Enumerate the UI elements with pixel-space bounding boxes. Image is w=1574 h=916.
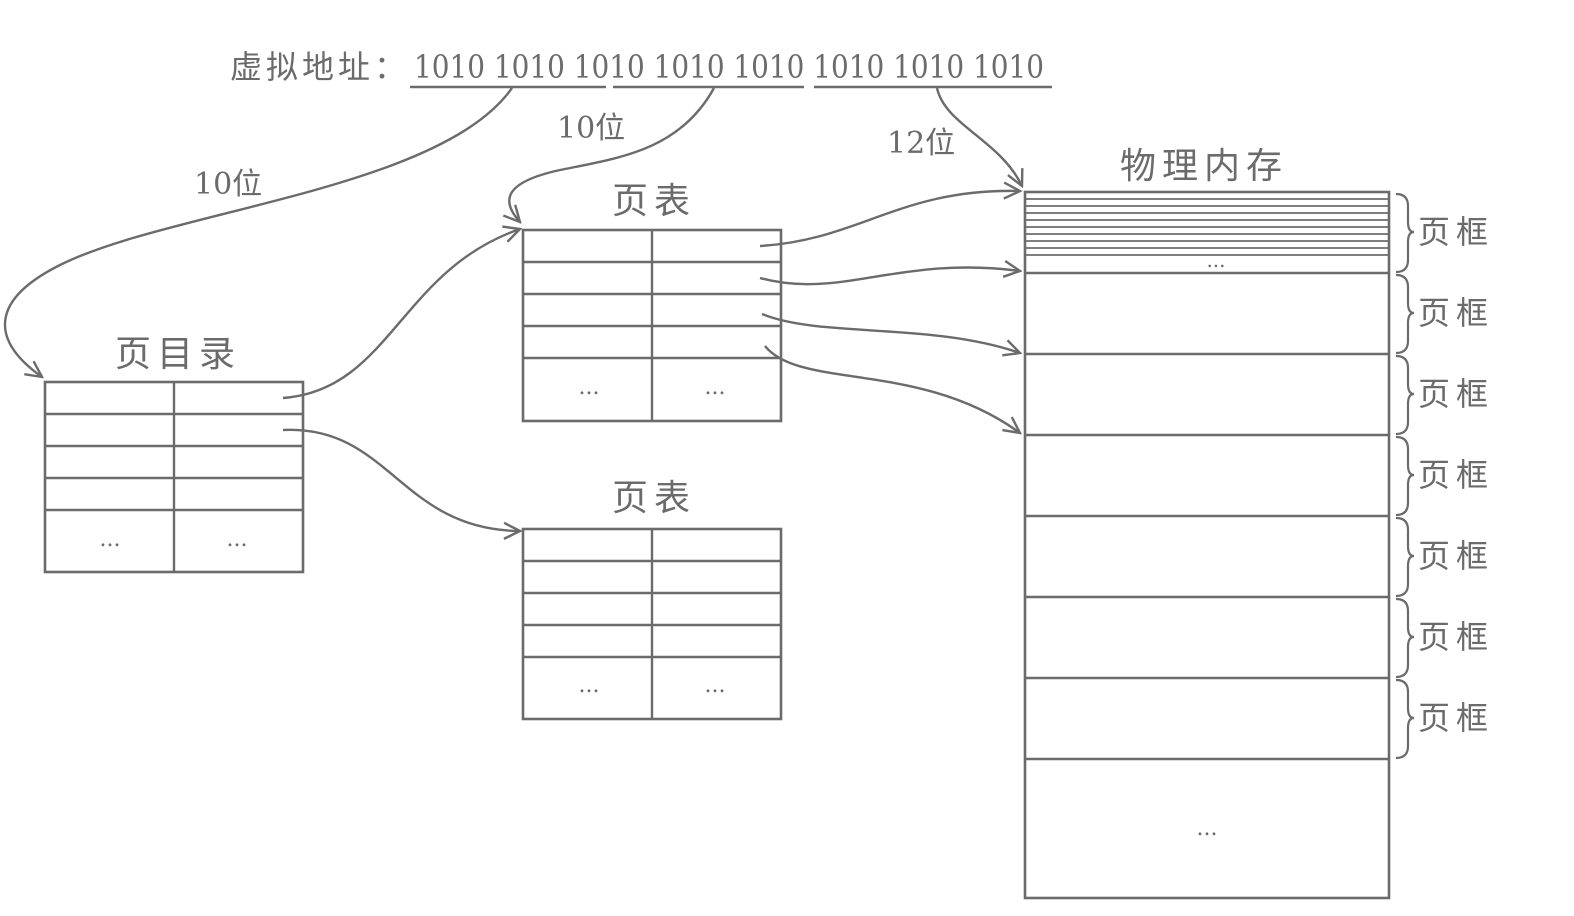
page-directory-ellipsis-right: ... xyxy=(227,527,248,552)
physical-memory-block xyxy=(1023,190,1391,900)
page-table-top-ellipsis-right: ... xyxy=(705,375,726,400)
frame-label-7: 页框 xyxy=(1418,699,1494,737)
arrow-address-to-memory xyxy=(935,87,1022,186)
bits-label-directory: 10位 xyxy=(194,167,262,202)
page-table-top xyxy=(521,228,783,423)
physical-memory-title: 物理内存 xyxy=(1120,146,1288,187)
bits-label-offset: 12位 xyxy=(887,126,955,161)
arrow-table-to-frame-3 xyxy=(761,312,1020,353)
frame-label-5: 页框 xyxy=(1418,537,1494,575)
frame-label-4: 页框 xyxy=(1418,456,1494,494)
arrow-table-to-frame-4 xyxy=(764,345,1020,433)
page-table-bottom-ellipsis-left: ... xyxy=(579,673,600,698)
memory-top-ellipsis: ... xyxy=(1206,248,1225,272)
page-directory-ellipsis-left: ... xyxy=(100,527,121,552)
arrow-table-to-frame-2 xyxy=(759,267,1020,286)
memory-fine-grained-rows xyxy=(1025,198,1389,256)
page-table-bottom-title: 页表 xyxy=(612,478,696,519)
arrow-table-to-frame-1 xyxy=(759,191,1020,248)
frame-label-1: 页框 xyxy=(1418,213,1494,251)
arrow-directory-to-top-table xyxy=(282,229,520,400)
arrow-directory-to-bottom-table xyxy=(282,428,520,531)
arrow-address-to-directory xyxy=(4,87,513,377)
frame-label-2: 页框 xyxy=(1418,294,1494,332)
memory-bottom-ellipsis: ... xyxy=(1197,816,1218,841)
frame-label-6: 页框 xyxy=(1418,618,1494,656)
page-table-bottom xyxy=(521,527,783,721)
virtual-address-label: 虚拟地址： xyxy=(230,48,410,86)
page-table-bottom-ellipsis-right: ... xyxy=(705,673,726,698)
frame-braces xyxy=(1395,192,1415,760)
arrow-address-to-page-table xyxy=(509,87,716,222)
virtual-address-bits: 1010 1010 1010 1010 1010 1010 1010 1010 xyxy=(414,48,1044,86)
bits-label-table: 10位 xyxy=(557,111,625,146)
frame-label-3: 页框 xyxy=(1418,375,1494,413)
page-table-top-ellipsis-left: ... xyxy=(579,375,600,400)
page-table-top-title: 页表 xyxy=(612,181,696,222)
page-directory-title: 页目录 xyxy=(115,334,241,375)
page-directory-table xyxy=(43,380,305,574)
